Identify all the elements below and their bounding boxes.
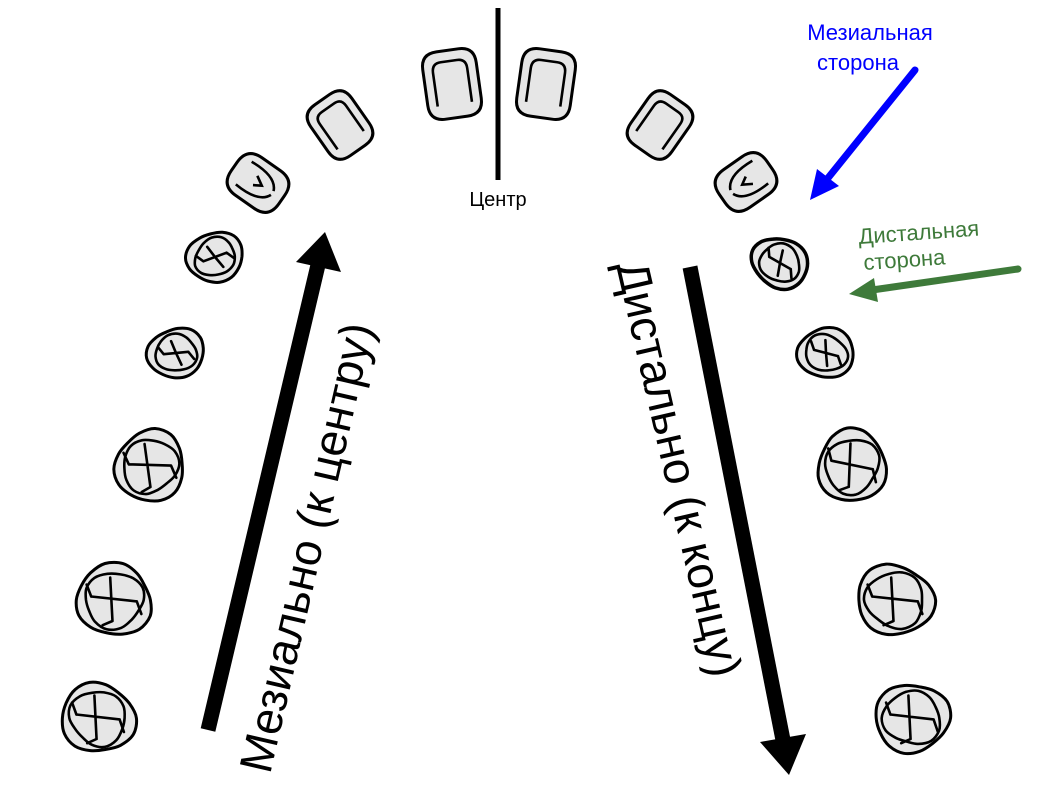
mesial-side-label-line2: сторона — [817, 50, 900, 75]
mesial-side-arrow — [810, 70, 915, 200]
tooth-right-first-premolar — [742, 228, 815, 297]
tooth-right-second-molar — [859, 564, 936, 635]
tooth-right-third-molar — [876, 685, 951, 753]
distal-side-label-line2: сторона — [863, 244, 947, 275]
tooth-left-first-premolar — [179, 223, 252, 292]
tooth-left-second-molar — [76, 562, 151, 634]
tooth-right-central-incisor — [515, 47, 578, 122]
tooth-right-lateral-incisor — [622, 85, 699, 164]
mesial-side-label-line1: Мезиальная — [807, 20, 933, 45]
tooth-left-canine — [221, 148, 295, 219]
tooth-left-third-molar — [62, 682, 136, 751]
center-label: Центр — [469, 189, 526, 211]
tooth-right-canine — [709, 147, 783, 218]
distal-side-label-line1: Дистальная — [858, 216, 980, 249]
tooth-left-second-premolar — [142, 325, 207, 383]
tooth-left-first-molar — [111, 426, 186, 504]
tooth-right-first-molar — [816, 425, 890, 503]
tooth-left-central-incisor — [421, 47, 484, 122]
tooth-right-second-premolar — [793, 322, 857, 381]
tooth-left-lateral-incisor — [302, 85, 379, 164]
teeth-layer — [62, 47, 950, 754]
